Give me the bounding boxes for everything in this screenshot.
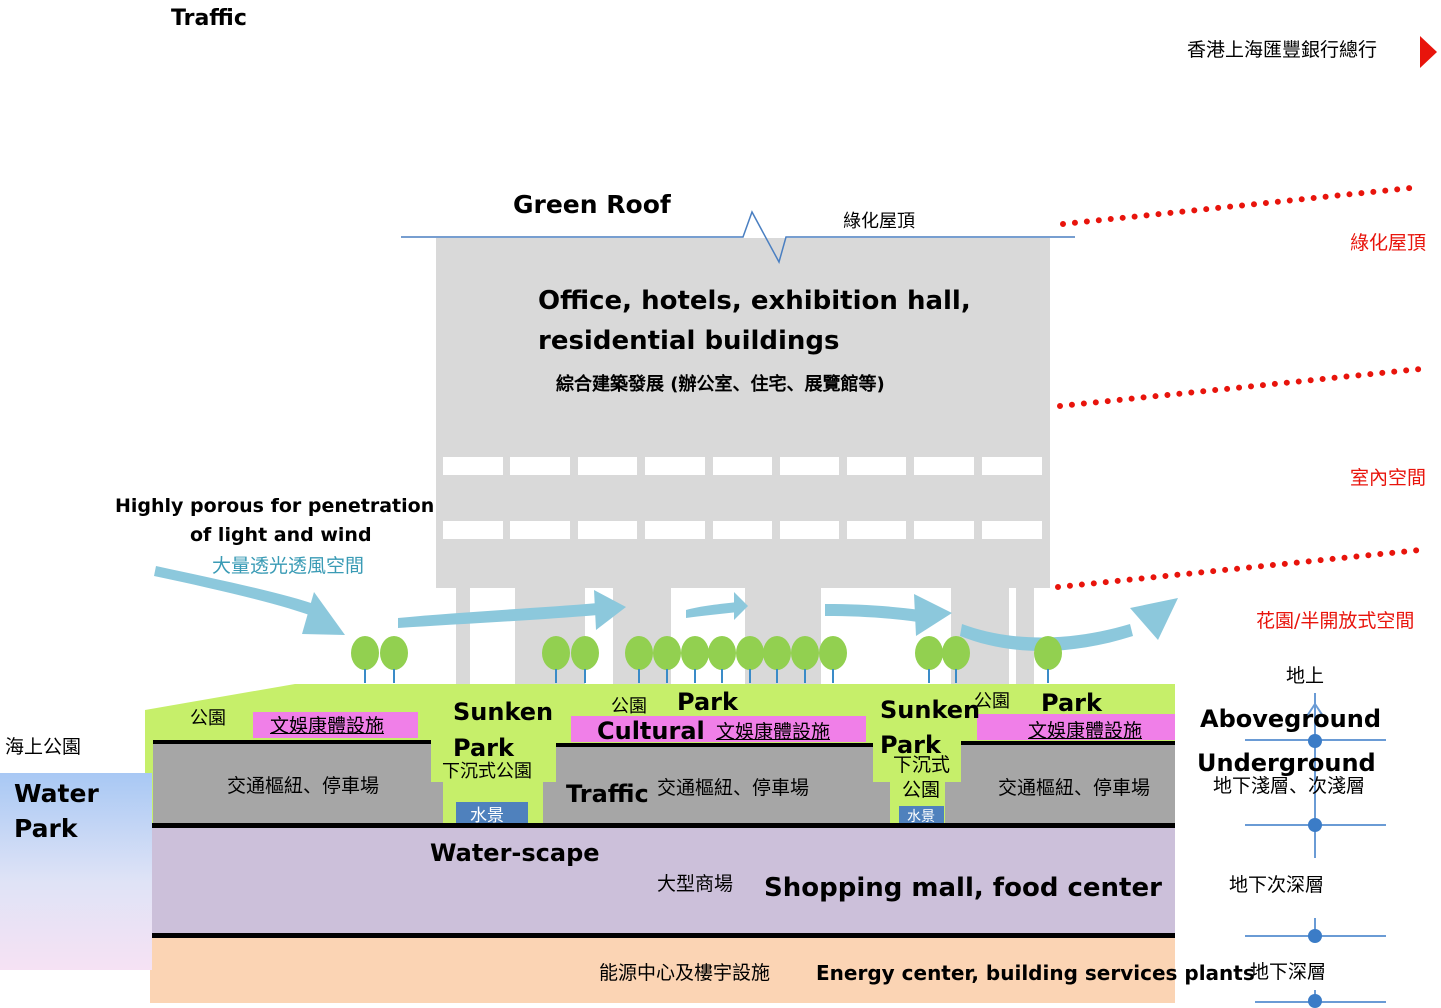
divider-line [150, 823, 1175, 828]
traffic-label-en: Traffic [566, 780, 649, 808]
park-label-en-1: Park [677, 688, 738, 716]
tree-icon [542, 636, 570, 686]
depth-scale-marker [1308, 734, 1322, 748]
traffic-block-gap-mid [543, 782, 556, 824]
traffic-block-right [961, 741, 1175, 828]
water-park-label-en-2: Park [14, 814, 78, 843]
scale-underground-en: Underground [1197, 749, 1376, 777]
cultural-label-en: Cultural [597, 717, 705, 745]
scale-deep-zh: 地下深層 [1250, 961, 1327, 983]
tree-icon [763, 636, 791, 686]
porous-label-en-1: Highly porous for penetration [115, 495, 435, 517]
mall-label-zh: 大型商場 [657, 873, 734, 895]
sunken-park-label-zh-1: 下沉式公園 [442, 761, 532, 782]
tree-icon [791, 636, 819, 686]
tree-icon [380, 636, 408, 686]
cultural-strip-right [977, 714, 1175, 740]
legend-green-roof: 綠化屋頂 [1350, 232, 1427, 254]
water-feature-left [456, 802, 528, 824]
cultural-strip-middle [571, 716, 866, 742]
water-label-zh-2: 水景 [907, 809, 935, 825]
park-label-zh: 公園 [190, 708, 226, 729]
traffic-block-gap-right [945, 782, 961, 824]
tree-icon [681, 636, 709, 686]
mall-layer [150, 828, 1175, 933]
water-park-label-en-1: Water [14, 779, 99, 808]
building-label-en-1: Office, hotels, exhibition hall, [538, 286, 971, 316]
tree-icon [351, 636, 379, 686]
traffic-label-zh-1: 交通樞紐、停車場 [227, 775, 380, 797]
park-label-en-2: Park [1041, 689, 1102, 717]
building-label-en-2: residential buildings [538, 326, 840, 356]
sunken-park-label-en-1: Sunken [453, 698, 554, 726]
park-label-zh-2: 公園 [611, 696, 647, 717]
water-park-area [0, 773, 152, 970]
traffic-block-gap-mid2 [873, 782, 890, 824]
sea-park-label-zh: 海上公園 [5, 736, 82, 758]
sunken-park-label-en-1b: Park [453, 734, 514, 762]
tree-icon [571, 636, 599, 686]
tree-icon [625, 636, 653, 686]
green-roof-label-zh: 綠化屋頂 [843, 211, 915, 232]
cultural-label-zh-2: 文娛康體設施 [716, 721, 831, 743]
porous-label-en-2: of light and wind [190, 524, 372, 546]
building-label-zh: 綜合建築發展 (辦公室、住宅、展覽館等) [556, 374, 885, 395]
scale-shallow-zh: 地下淺層、次淺層 [1213, 775, 1366, 797]
tree-icon [736, 636, 764, 686]
tree-icon [942, 636, 970, 686]
depth-scale-axis [1314, 918, 1316, 938]
tree-icon [819, 636, 847, 686]
tree-icon [915, 636, 943, 686]
divider-line [150, 933, 1175, 938]
water-feature-right [899, 806, 944, 824]
header-hsbc-title: 香港上海匯豐銀行總行 [1187, 39, 1378, 61]
tree-icon [653, 636, 681, 686]
traffic-block-middle [556, 743, 873, 828]
legend-indoor: 室內空間 [1350, 467, 1427, 489]
tree-icon [708, 636, 736, 686]
legend-garden: 花園/半開放式空間 [1256, 610, 1415, 632]
header-traffic-title: Traffic [171, 6, 247, 31]
traffic-label-zh-2: 交通樞紐、停車場 [657, 777, 810, 799]
water-label-zh-1: 水景 [470, 806, 504, 826]
cultural-label-zh: 文娛康體設施 [270, 715, 385, 737]
sunken-park-label-zh-2a: 下沉式 [893, 754, 951, 776]
scale-aboveground-zh: 地上 [1286, 665, 1325, 687]
next-arrow-icon[interactable] [1420, 36, 1437, 68]
depth-scale-marker [1308, 994, 1322, 1008]
sunken-park-label-en-2b: Park [880, 731, 941, 759]
mall-label-en: Shopping mall, food center [764, 873, 1162, 903]
traffic-label-zh-3: 交通樞紐、停車場 [998, 777, 1151, 799]
depth-scale-axis [1314, 693, 1316, 858]
cultural-label-zh-3: 文娛康體設施 [1028, 720, 1143, 742]
porous-label-zh: 大量透光透風空間 [212, 555, 365, 577]
scale-aboveground-en: Aboveground [1200, 705, 1382, 733]
waterscape-label-en: Water-scape [430, 839, 600, 867]
energy-layer [150, 938, 1175, 1003]
energy-label-en: Energy center, building services plants [816, 961, 1255, 985]
sunken-park-label-zh-2b: 公園 [902, 779, 941, 801]
energy-label-zh: 能源中心及樓宇設施 [599, 962, 771, 984]
depth-scale-marker [1308, 929, 1322, 943]
scale-mid-zh: 地下次深層 [1229, 874, 1325, 896]
park-label-zh-3: 公園 [974, 691, 1010, 712]
traffic-block-gap-left [431, 782, 443, 824]
depth-scale-marker [1308, 818, 1322, 832]
traffic-block-left [153, 740, 431, 828]
green-roof-label-en: Green Roof [513, 190, 671, 219]
cultural-strip-left [253, 712, 418, 738]
sunken-park-label-en-2: Sunken [880, 696, 981, 724]
tree-icon [1034, 636, 1062, 686]
depth-scale-arrow-icon [1306, 702, 1324, 717]
